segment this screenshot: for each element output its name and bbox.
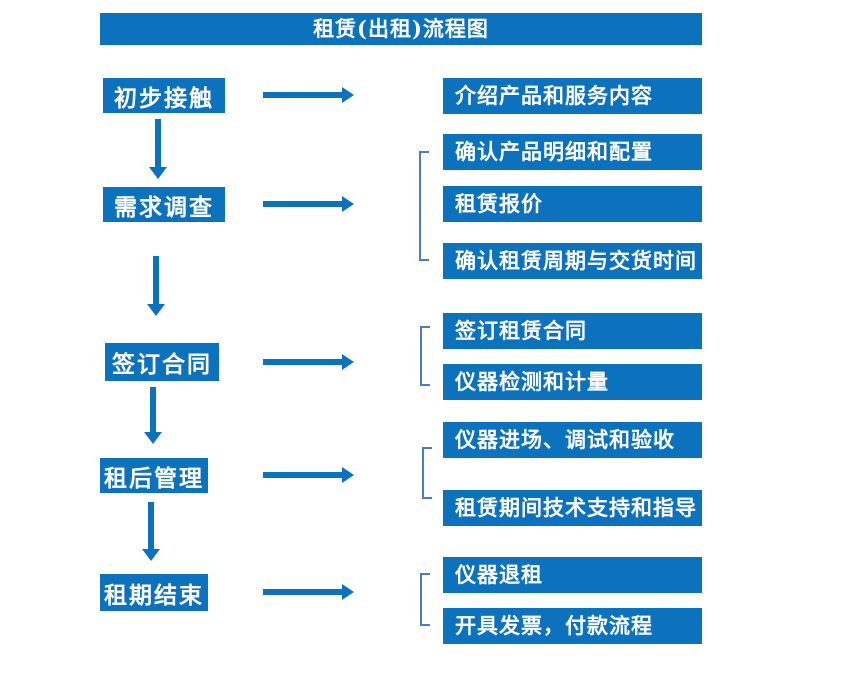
- detail-box: 仪器进场、调试和验收: [443, 422, 702, 458]
- down-arrow-icon: [144, 387, 162, 444]
- step-rental-end: 租期结束: [100, 574, 208, 611]
- step-sign-contract: 签订合同: [105, 343, 219, 381]
- step-initial-contact: 初步接触: [103, 78, 225, 113]
- down-arrow-icon: [147, 256, 165, 316]
- detail-box: 仪器退租: [443, 557, 702, 593]
- right-arrow-icon: [263, 354, 354, 370]
- detail-box: 开具发票，付款流程: [443, 608, 702, 644]
- right-arrow-icon: [263, 87, 354, 103]
- group-bracket: [420, 326, 430, 386]
- step-demand-survey: 需求调查: [103, 187, 225, 222]
- detail-box: 租赁期间技术支持和指导: [443, 490, 702, 526]
- right-arrow-icon: [263, 196, 354, 212]
- detail-box: 介绍产品和服务内容: [443, 78, 702, 114]
- right-arrow-icon: [263, 584, 354, 600]
- group-bracket: [420, 573, 430, 626]
- down-arrow-icon: [149, 119, 167, 179]
- diagram-title: 租赁(出租)流程图: [100, 13, 702, 45]
- group-bracket: [422, 447, 432, 499]
- down-arrow-icon: [142, 502, 160, 561]
- step-post-rental-management: 租后管理: [100, 458, 208, 493]
- detail-box: 确认产品明细和配置: [443, 134, 702, 170]
- right-arrow-icon: [263, 467, 354, 483]
- group-bracket: [419, 151, 429, 261]
- detail-box: 签订租赁合同: [443, 313, 702, 349]
- detail-box: 确认租赁周期与交货时间: [443, 243, 702, 279]
- detail-box: 租赁报价: [443, 186, 702, 222]
- detail-box: 仪器检测和计量: [443, 364, 702, 400]
